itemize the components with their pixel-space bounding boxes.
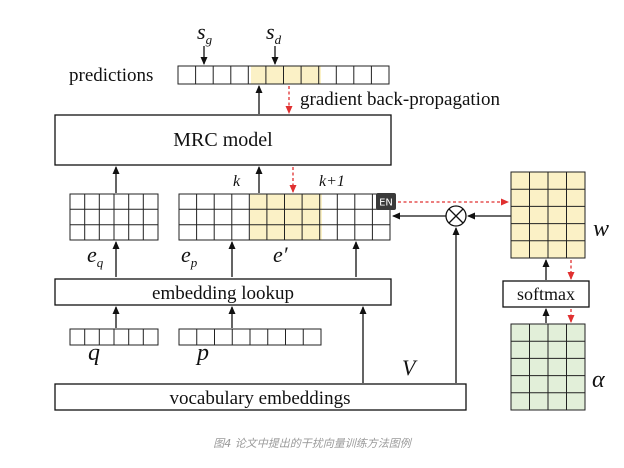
label-V: V: [402, 355, 418, 380]
question-embedding-matrix: [69, 193, 159, 241]
multiply-node: [445, 205, 467, 227]
passage-embedding-matrix: [178, 193, 391, 241]
label-k: k: [233, 173, 241, 190]
label-w: w: [593, 216, 609, 242]
predictions-label: predictions: [69, 65, 153, 86]
vocabulary-embeddings-box: [54, 383, 467, 411]
label-e-q: eq: [87, 242, 104, 270]
label-s-d: sd: [266, 19, 282, 47]
label-p: p: [195, 340, 209, 366]
weight-matrix-w: [510, 171, 586, 259]
softmax-label: softmax: [517, 284, 575, 304]
embedding-lookup-label: embedding lookup: [152, 283, 294, 304]
label-s-g: sg: [197, 19, 213, 47]
gradient-label: gradient back-propagation: [300, 89, 500, 110]
label-q: q: [88, 340, 100, 366]
language-badge[interactable]: EN: [376, 193, 396, 210]
perturbed-embedding-highlight: [250, 194, 322, 240]
mrc-model-box: [54, 114, 392, 166]
label-e-p: ep: [181, 242, 198, 270]
mrc-model-label: MRC model: [173, 129, 273, 151]
question-token-row: [69, 328, 159, 346]
vocabulary-embeddings-label: vocabulary embeddings: [170, 388, 351, 409]
passage-token-row: [178, 328, 322, 346]
alpha-matrix: [510, 323, 586, 411]
label-e-prime: e′: [273, 242, 289, 267]
figure-caption: 图4 论文中提出的干扰向量训练方法图例: [213, 437, 412, 450]
label-k-plus-1: k+1: [319, 173, 345, 190]
predictions-cells: [177, 65, 390, 85]
label-alpha: α: [592, 367, 605, 393]
prediction-highlight: [251, 66, 321, 84]
svg-text:EN: EN: [379, 198, 393, 209]
softmax-box: [502, 280, 590, 308]
embedding-lookup-box: [54, 278, 392, 306]
